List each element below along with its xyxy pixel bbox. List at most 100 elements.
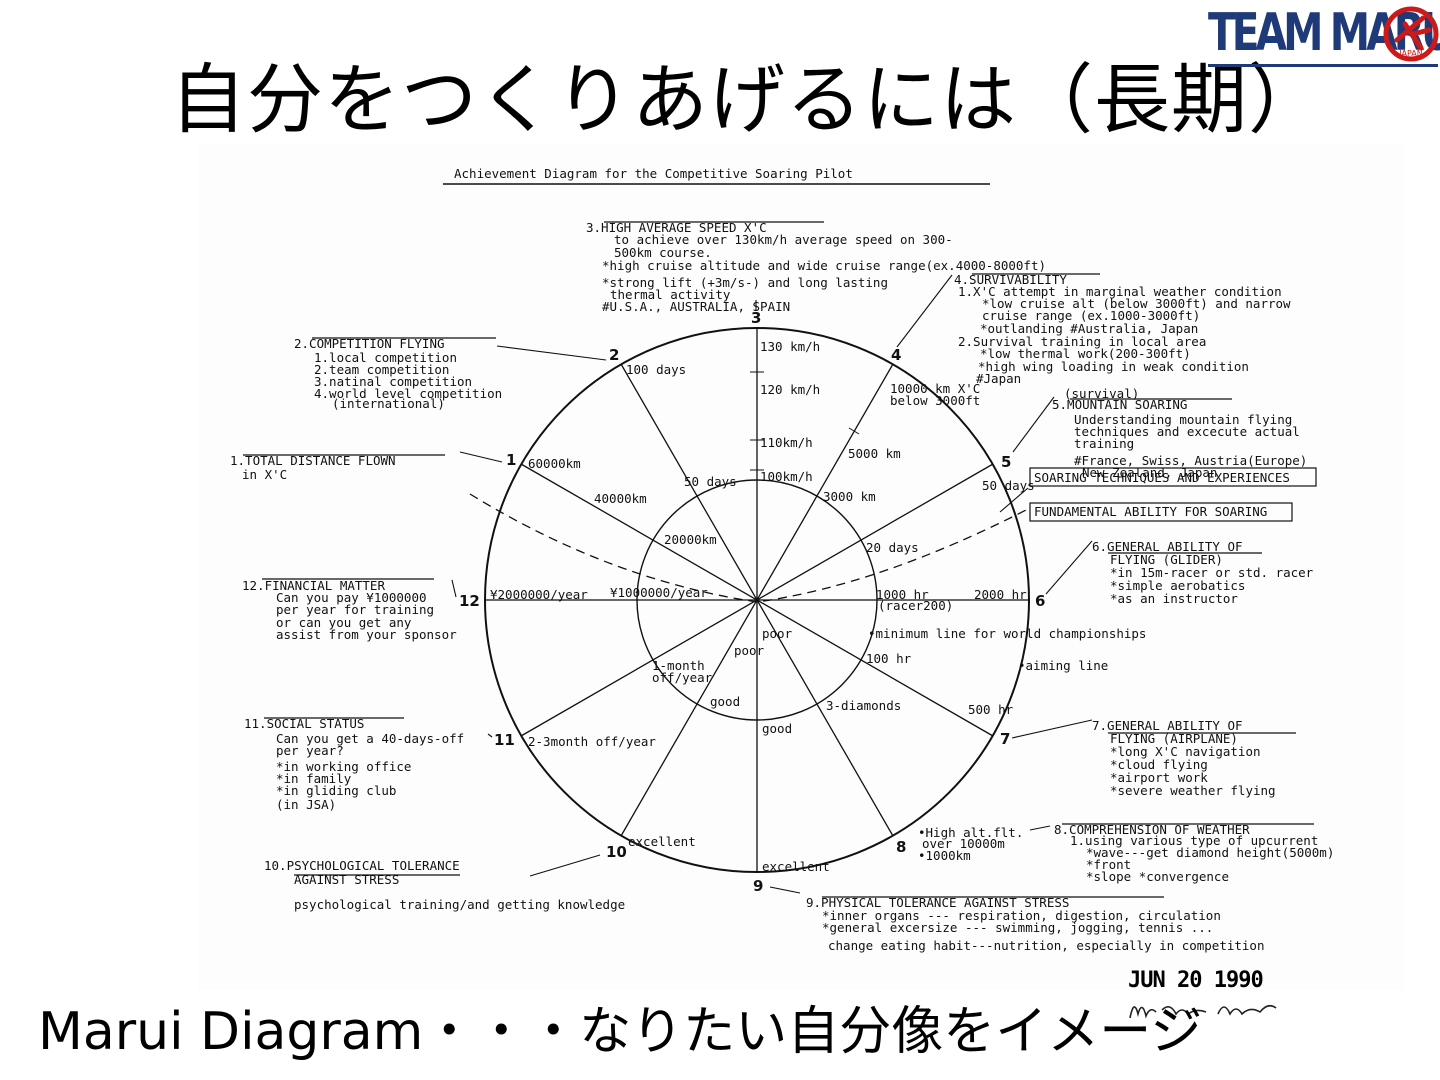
block-line: *slope *convergence <box>1086 869 1229 884</box>
spoke-numbers: 1 2 3 4 5 6 7 8 9 10 11 12 <box>459 309 1045 895</box>
slide-title: 自分をつくりあげるには（長期） <box>170 55 1325 144</box>
block-title: 1.TOTAL DISTANCE FLOWN <box>230 453 396 468</box>
block-line: psychological training/and getting knowl… <box>294 897 625 912</box>
block-line: cruise range (ex.1000-3000ft) <box>982 308 1200 323</box>
block-line: or can you get any <box>276 615 412 630</box>
spoke-5-11 <box>520 463 994 737</box>
logo-seal-text: JAPAN <box>1398 49 1422 58</box>
block-line: assist from your sponsor <box>276 627 457 642</box>
scale-label: 2-3month off/year <box>528 734 656 749</box>
scale-label: 3000 km <box>823 489 876 504</box>
spoke-number-3: 3 <box>751 309 761 327</box>
block-title: 11.SOCIAL STATUS <box>244 716 364 731</box>
scale-label: 100km/h <box>760 469 813 484</box>
block-line: *inner organs --- respiration, digestion… <box>822 908 1221 923</box>
spoke-number-7: 7 <box>1000 730 1010 748</box>
block-line: 4.world level competition <box>314 386 502 401</box>
minimum-line-label: •minimum line for world championships <box>868 626 1146 641</box>
scale-labels: 60000km 40000km 20000km 100 days 50 days… <box>490 339 1035 874</box>
block-line: thermal activity <box>610 287 731 302</box>
scale-label: 20 days <box>866 540 919 555</box>
block-line: *high wing loading in weak condition <box>978 359 1249 374</box>
block-line: 3.natinal competition <box>314 374 472 389</box>
block-line: training <box>1074 436 1134 451</box>
scale-label: 40000km <box>594 491 647 506</box>
slide-caption: Marui Diagram・・・なりたい自分像をイメージ <box>38 1002 1203 1062</box>
title-underlines <box>243 221 1314 898</box>
fundamental-box <box>1029 502 1293 522</box>
block-line: *outlanding #Australia, Japan <box>980 321 1198 336</box>
spoke-number-9: 9 <box>753 877 763 895</box>
block-line: *in working office <box>276 759 411 774</box>
scale-label: 1-month <box>652 658 705 673</box>
block-line: Can you get a 40-days-off <box>276 731 464 746</box>
block-title: 4.SURVIVABILITY <box>954 272 1067 287</box>
diagram-title: Achievement Diagram for the Competitive … <box>454 166 853 181</box>
block-line: Can you pay ¥1000000 <box>276 590 427 605</box>
scale-label: 3-diamonds <box>826 698 901 713</box>
block-line: *low thermal work(200-300ft) <box>980 346 1191 361</box>
block-line: #France, Swiss, Austria(Europe) <box>1074 453 1307 468</box>
block-line: 2.Survival training in local area <box>958 334 1206 349</box>
scale-label: (racer200) <box>878 598 953 613</box>
scale-label: below 3000ft <box>890 393 980 408</box>
block-line: FLYING (AIRPLANE) <box>1110 731 1238 746</box>
logo-seal-icon: JAPAN <box>1383 6 1439 62</box>
block-line: change eating habit---nutrition, especia… <box>828 938 1265 953</box>
block-title: 8.COMPREHENSION OF WEATHER <box>1054 822 1250 837</box>
spoke-number-11: 11 <box>494 731 515 749</box>
spoke-number-2: 2 <box>609 346 619 364</box>
block-line: *severe weather flying <box>1110 783 1276 798</box>
block-line: *simple aerobatics <box>1110 578 1245 593</box>
aiming-line-label: •aiming line <box>1018 658 1108 673</box>
block-line: per year? <box>276 743 344 758</box>
minimum-line <box>469 493 1031 603</box>
block-line: *cloud flying <box>1110 757 1208 772</box>
scale-label: 10000 km X'C <box>890 381 980 396</box>
block-line: *long X'C navigation <box>1110 744 1261 759</box>
scale-label: excellent <box>762 859 830 874</box>
scale-label: 60000km <box>528 456 581 471</box>
scale-label: 100 hr <box>866 651 912 666</box>
fundamental-label: FUNDAMENTAL ABILITY FOR SOARING <box>1034 504 1267 519</box>
block-title: 12.FINANCIAL MATTER <box>242 578 385 593</box>
scale-label: poor <box>762 626 793 641</box>
signature-image <box>1129 1004 1277 1019</box>
scale-label: good <box>762 721 792 736</box>
scale-label: 20000km <box>664 532 717 547</box>
block-title: 5.MOUNTAIN SOARING <box>1052 397 1187 412</box>
block-line: (survival) <box>1064 386 1139 401</box>
spoke-number-1: 1 <box>506 451 516 469</box>
block-line: techniques and excecute actual <box>1074 424 1300 439</box>
block-line: *in family <box>276 771 352 786</box>
spoke-number-6: 6 <box>1035 592 1045 610</box>
scale-label: 50 days <box>982 478 1035 493</box>
scale-label: off/year <box>652 670 713 685</box>
block-line: #U.S.A., AUSTRALIA, SPAIN <box>602 299 790 314</box>
block-line: per year for training <box>276 602 434 617</box>
block-line: *strong lift (+3m/s-) and long lasting <box>602 275 888 290</box>
spoke-number-5: 5 <box>1001 453 1011 471</box>
scale-label: 1000 hr <box>876 587 929 602</box>
scale-label: excellent <box>628 834 696 849</box>
soaring-tech-label: SOARING TECHNIQUES AND EXPERIENCES <box>1034 470 1290 485</box>
block-line: #Japan <box>976 371 1021 386</box>
block-line: to achieve over 130km/h average speed on… <box>614 232 953 247</box>
leader-lines <box>451 274 1093 894</box>
spoke-number-4: 4 <box>891 346 901 364</box>
block-line: *in gliding club <box>276 783 396 798</box>
tick-5000 <box>848 427 860 435</box>
scale-label: ¥1000000/year <box>610 585 708 600</box>
block-b3: 3.HIGH AVERAGE SPEED X'Cto achieve over … <box>586 220 1046 314</box>
block-line: *wave---get diamond height(5000m) <box>1086 845 1334 860</box>
block-line: 2.team competition <box>314 362 449 377</box>
